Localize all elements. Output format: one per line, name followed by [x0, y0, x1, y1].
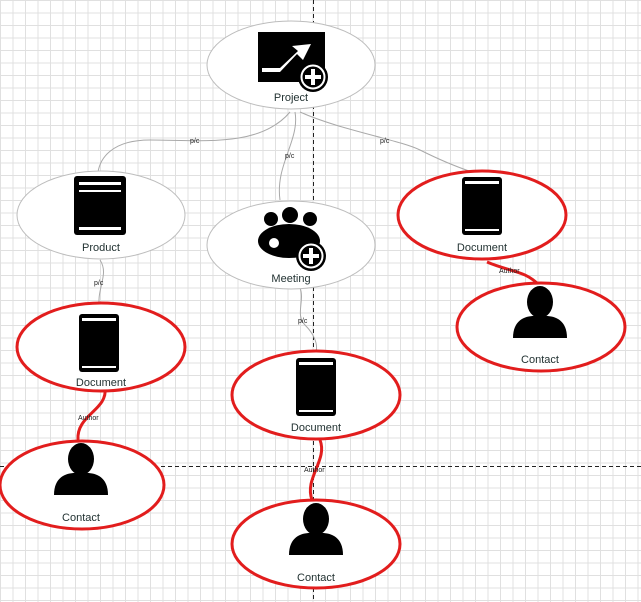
- node-contact-middle-label: Contact: [297, 572, 335, 584]
- edge-label-author-2: Author: [499, 268, 520, 275]
- edge-project-document: [299, 111, 473, 173]
- node-document-project-label: Document: [457, 242, 507, 254]
- document-book-icon: [79, 314, 119, 372]
- node-project-label: Project: [274, 92, 308, 104]
- node-contact-right[interactable]: Contact: [455, 281, 627, 373]
- node-meeting-label: Meeting: [271, 273, 310, 285]
- document-book-icon: [296, 358, 336, 416]
- node-document-product-label: Document: [76, 377, 126, 389]
- node-document-product[interactable]: Document: [15, 301, 187, 393]
- edge-label-product-document: p/c: [94, 280, 104, 287]
- edge-label-project-document: p/c: [380, 138, 390, 145]
- node-document-meeting-label: Document: [291, 422, 341, 434]
- node-meeting[interactable]: Meeting: [206, 200, 376, 290]
- meeting-add-icon: [258, 207, 327, 272]
- node-contact-right-label: Contact: [521, 354, 559, 366]
- node-contact-left[interactable]: Contact: [0, 439, 166, 531]
- node-contact-left-label: Contact: [62, 512, 100, 524]
- edge-label-project-product: p/c: [190, 138, 200, 145]
- project-add-icon: [258, 32, 329, 93]
- edge-author-3: [308, 439, 324, 501]
- edge-project-product: [97, 111, 291, 173]
- edge-label-author-1: Author: [78, 415, 99, 422]
- edge-label-project-meeting: p/c: [285, 153, 295, 160]
- edge-author-1: [76, 387, 107, 441]
- product-icon: [74, 176, 126, 235]
- node-product-label: Product: [82, 242, 120, 254]
- node-project[interactable]: Project: [206, 20, 376, 110]
- edge-meeting-document: [299, 287, 318, 353]
- node-document-project[interactable]: Document: [396, 169, 568, 261]
- document-book-icon: [462, 177, 502, 235]
- edge-project-meeting: [278, 111, 297, 201]
- node-document-meeting[interactable]: Document: [230, 349, 402, 441]
- node-product[interactable]: Product: [16, 170, 186, 260]
- edge-label-meeting-document: p/c: [298, 318, 308, 325]
- edge-label-author-3: Author: [304, 467, 325, 474]
- node-contact-middle[interactable]: Contact: [230, 498, 402, 590]
